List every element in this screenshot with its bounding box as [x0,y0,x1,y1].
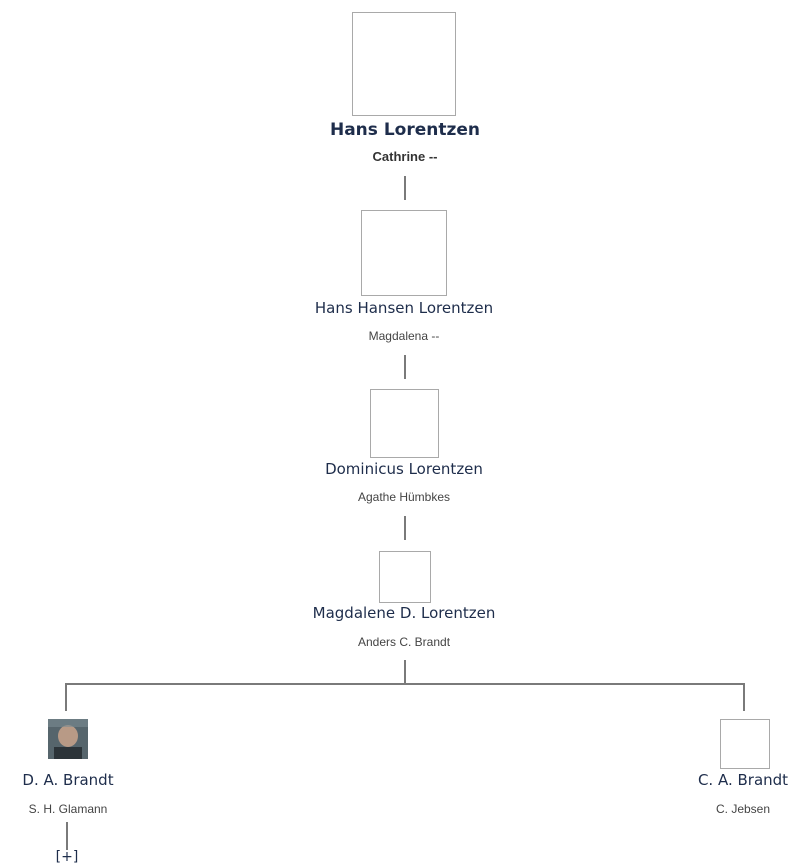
connector-line [66,822,68,850]
connector-line [404,176,406,200]
photo-placeholder[interactable] [720,719,770,769]
spouse-name[interactable]: Magdalena -- [368,329,440,343]
spouse-name[interactable]: Agathe Hümbkes [357,490,451,504]
spouse-name[interactable]: S. H. Glamann [28,802,108,816]
person-photo[interactable] [48,719,88,759]
connector-line [404,660,406,684]
person-name[interactable]: D. A. Brandt [22,771,114,789]
connector-line [404,516,406,540]
person-name[interactable]: Dominicus Lorentzen [325,460,483,478]
person-name[interactable]: C. A. Brandt [697,771,789,789]
spouse-name[interactable]: C. Jebsen [715,802,771,816]
connector-line [743,683,745,711]
photo-placeholder[interactable] [361,210,447,296]
spouse-name[interactable]: Anders C. Brandt [357,635,451,649]
photo-placeholder[interactable] [352,12,456,116]
person-name[interactable]: Hans Hansen Lorentzen [314,299,494,317]
branch-line [65,683,745,685]
expand-button[interactable]: [+] [55,849,79,865]
person-name[interactable]: Magdalene D. Lorentzen [312,604,496,622]
connector-line [65,683,67,711]
person-name[interactable]: Hans Lorentzen [329,120,481,140]
photo-placeholder[interactable] [370,389,439,458]
connector-line [404,355,406,379]
photo-placeholder[interactable] [379,551,431,603]
spouse-name[interactable]: Cathrine -- [372,149,438,164]
portrait-image [48,719,88,759]
